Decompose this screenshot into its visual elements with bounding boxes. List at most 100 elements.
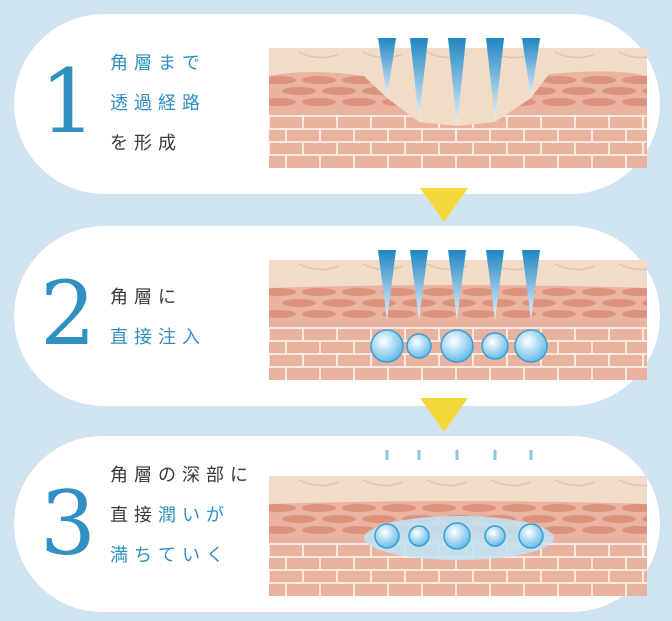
cell-ellipse	[542, 288, 576, 296]
cell-ellipse	[269, 504, 296, 512]
cell-ellipse	[302, 310, 336, 318]
cell-ellipse	[482, 299, 516, 307]
step-panel-1: 1 角層まで 透過経路 を形成	[14, 14, 660, 194]
microneedle-icon	[448, 250, 466, 320]
cell-ellipse	[522, 299, 556, 307]
droplet-icon	[406, 333, 432, 359]
cell-ellipse	[602, 299, 636, 307]
cell-ellipse	[269, 76, 296, 84]
stratum-line	[618, 263, 647, 271]
caption-line: 満ちていく	[110, 545, 230, 566]
cell-ellipse	[622, 76, 647, 84]
stratum-line	[426, 479, 468, 487]
skin-layer-illustration	[269, 250, 647, 380]
cell-ellipse	[622, 288, 647, 296]
microneedle-icon	[378, 250, 396, 320]
stratum-corneum	[269, 476, 647, 504]
cell-ellipse	[542, 310, 576, 318]
stratum-line	[554, 263, 596, 271]
cell-ellipse	[269, 98, 296, 106]
droplet-icon	[408, 525, 430, 547]
stratum-line	[298, 51, 340, 59]
cell-ellipse	[342, 288, 376, 296]
microneedle-icon	[378, 38, 396, 98]
cell-ellipse	[462, 310, 496, 318]
cell-ellipse	[302, 76, 336, 84]
cell-ellipse	[562, 515, 596, 523]
cell-ellipse	[322, 87, 356, 95]
droplet-icon	[370, 329, 404, 363]
cell-ellipse	[542, 76, 576, 84]
microneedle-icon	[448, 38, 466, 126]
cell-ellipse	[269, 526, 296, 534]
stratum-line	[554, 51, 596, 59]
caption-line: を形成	[110, 133, 182, 154]
cell-ellipse	[622, 504, 647, 512]
cell-ellipse	[502, 310, 536, 318]
cell-ellipse	[602, 87, 636, 95]
stratum-line	[298, 263, 340, 271]
cell-ellipse	[422, 504, 456, 512]
caption-line: 直接潤いが	[110, 496, 270, 536]
cell-ellipse	[282, 515, 316, 523]
step-caption: 角層に 直接注入	[110, 278, 270, 358]
stratum-line	[618, 51, 647, 59]
cell-ellipse	[542, 504, 576, 512]
cell-ellipse	[622, 98, 647, 106]
droplet-icon	[514, 329, 548, 363]
cell-ellipse	[282, 299, 316, 307]
cell-ellipse	[302, 526, 336, 534]
cell-ellipse	[582, 504, 616, 512]
droplet-icon	[484, 525, 506, 547]
droplet-icon	[374, 523, 400, 549]
caption-line: 透過経路	[110, 93, 206, 114]
caption-line: 角層まで	[110, 53, 206, 74]
cell-ellipse	[362, 299, 396, 307]
stratum-line	[490, 479, 532, 487]
cell-ellipse	[302, 288, 336, 296]
skin-layer-illustration	[269, 38, 647, 168]
step-number: 1	[40, 50, 96, 153]
cell-ellipse	[362, 515, 396, 523]
caption-text: 直接	[110, 505, 158, 526]
cell-ellipse	[642, 300, 647, 306]
caption-text-blue: 潤いが	[158, 505, 230, 526]
cell-ellipse	[322, 515, 356, 523]
cell-ellipse	[642, 88, 647, 94]
microneedle-icon	[522, 250, 540, 320]
cell-ellipse	[562, 299, 596, 307]
down-arrow-icon	[420, 188, 468, 222]
cell-ellipse	[622, 526, 647, 534]
step-number: 2	[40, 262, 96, 365]
cell-ellipse	[342, 310, 376, 318]
step-panel-3: 3 角層の深部に 直接潤いが 満ちていく	[14, 436, 660, 612]
skin-layer-illustration	[269, 450, 647, 596]
step-caption: 角層の深部に 直接潤いが 満ちていく	[110, 456, 270, 576]
cell-ellipse	[542, 526, 576, 534]
cell-ellipse	[322, 299, 356, 307]
microneedle-icon	[486, 38, 504, 120]
cell-ellipse	[582, 98, 616, 106]
caption-line: 角層に	[110, 287, 182, 308]
microneedle-icon	[486, 250, 504, 320]
cell-ellipse	[269, 310, 296, 318]
cell-ellipse	[269, 288, 296, 296]
cell-ellipse	[302, 504, 336, 512]
cell-ellipse	[582, 288, 616, 296]
cell-ellipse	[522, 515, 556, 523]
cell-ellipse	[462, 504, 496, 512]
cell-ellipse	[462, 288, 496, 296]
cell-ellipse	[502, 504, 536, 512]
cell-ellipse	[622, 310, 647, 318]
cell-ellipse	[542, 98, 576, 106]
cell-ellipse	[382, 310, 416, 318]
cell-ellipse	[422, 310, 456, 318]
cell-ellipse	[282, 87, 316, 95]
caption-line: 角層の深部に	[110, 465, 254, 486]
stratum-line	[618, 479, 647, 487]
step-number: 3	[40, 472, 96, 575]
droplet-icon	[481, 332, 509, 360]
droplet-icon	[443, 522, 471, 550]
cell-ellipse	[342, 504, 376, 512]
droplet-icon	[440, 329, 474, 363]
